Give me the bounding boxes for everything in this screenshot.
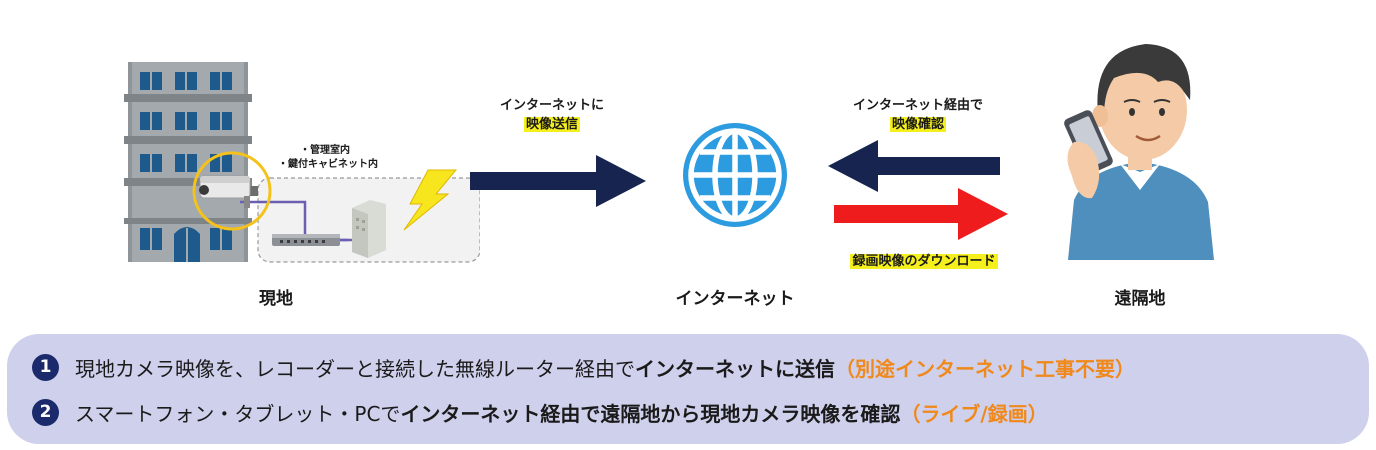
view-arrow <box>828 140 1000 192</box>
building-icon <box>124 62 252 262</box>
router-icon <box>272 234 340 246</box>
remote-label: 遠隔地 <box>1114 289 1166 309</box>
download-caption: 録画映像のダウンロード <box>850 254 998 269</box>
camera-highlight <box>192 151 272 231</box>
summary-2-text: スマートフォン・タブレット・PCで <box>75 401 401 426</box>
location-note-1: ・管理室内 <box>300 145 350 156</box>
site-label: 現地 <box>259 289 293 309</box>
internet-label: インターネット <box>675 289 795 309</box>
summary-item-2: 2 スマートフォン・タブレット・PCでインターネット経由で遠隔地から現地カメラ映… <box>32 394 1048 430</box>
summary-panel: 1 現地カメラ映像を、レコーダーと接続した無線ルーター経由でインターネットに送信… <box>7 334 1369 444</box>
location-note-2: ・鍵付キャビネット内 <box>278 159 378 170</box>
summary-2-emphasis: インターネット経由で遠隔地から現地カメラ映像を確認 <box>400 401 901 426</box>
building-illustration <box>124 62 480 263</box>
send-caption-line1: インターネットに <box>499 98 604 113</box>
summary-1-emphasis: インターネットに送信 <box>635 356 835 381</box>
number-badge-1: 1 <box>32 353 59 381</box>
number-badge-2: 2 <box>32 398 59 426</box>
summary-1-text: 現地カメラ映像を、レコーダーと接続した無線ルーター経由で <box>75 356 635 381</box>
view-caption-line2: 映像確認 <box>889 117 946 132</box>
summary-1-note: （別途インターネット工事不要） <box>835 356 1135 381</box>
view-caption-line1: インターネット経由で <box>852 98 983 113</box>
send-arrow <box>470 155 646 207</box>
summary-2-note: （ライブ/録画） <box>900 401 1048 426</box>
lightning-icon <box>403 169 458 231</box>
globe-icon <box>683 123 787 227</box>
send-caption-line2: 映像送信 <box>523 117 580 132</box>
person-with-phone-icon <box>1064 44 1214 260</box>
recorder-icon <box>352 200 386 258</box>
download-arrow <box>834 188 1008 240</box>
summary-item-1: 1 現地カメラ映像を、レコーダーと接続した無線ルーター経由でインターネットに送信… <box>32 349 1135 385</box>
camera-icon <box>199 175 258 208</box>
